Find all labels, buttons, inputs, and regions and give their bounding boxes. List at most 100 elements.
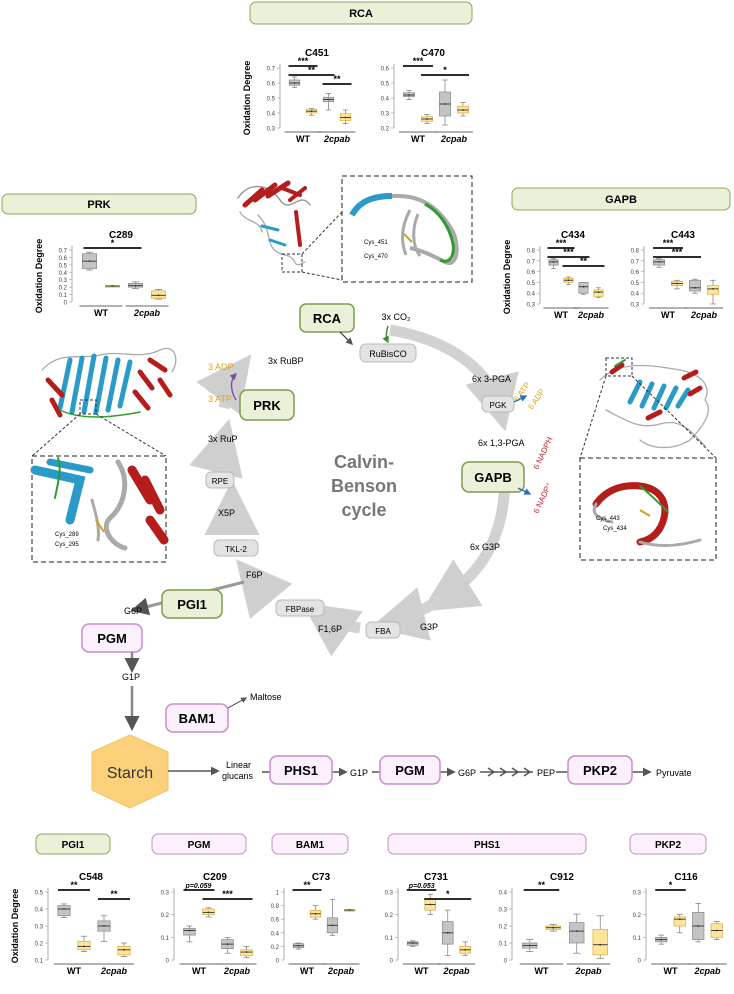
label-6atp: 6 ATP bbox=[512, 381, 532, 404]
y-tick-label: 0.7 bbox=[631, 259, 640, 265]
y-tick-label: 0.5 bbox=[59, 263, 68, 269]
svg-text:PGM: PGM bbox=[188, 840, 211, 851]
node-rubisco: RuBisCO bbox=[359, 343, 417, 363]
starch-hexagon bbox=[91, 734, 169, 809]
header-pgi1: PGI1 bbox=[35, 833, 111, 855]
box bbox=[593, 289, 604, 297]
group-label-wt: WT bbox=[415, 966, 429, 976]
node-pgk: PGK bbox=[481, 395, 515, 413]
svg-text:FBPase: FBPase bbox=[286, 605, 315, 614]
node-rpe: RPE bbox=[205, 471, 235, 489]
data-point bbox=[63, 908, 65, 910]
label-pep: PEP bbox=[537, 768, 555, 778]
label-6adp: 6 ADP bbox=[526, 387, 546, 411]
y-tick-label: 0.4 bbox=[381, 97, 390, 103]
svg-text:Cys_295: Cys_295 bbox=[55, 542, 79, 548]
y-tick-label: 0 bbox=[64, 301, 68, 307]
y-tick-label: 0.4 bbox=[631, 292, 640, 298]
svg-text:RCA: RCA bbox=[349, 8, 373, 20]
y-tick-label: 0 bbox=[276, 959, 280, 965]
y-tick-label: 0.4 bbox=[271, 931, 280, 937]
svg-text:TKL-2: TKL-2 bbox=[225, 545, 247, 554]
data-point bbox=[348, 909, 351, 911]
group-label-mutant: 2cpab bbox=[440, 134, 468, 144]
significance-label: ** bbox=[333, 74, 341, 84]
svg-text:PKP2: PKP2 bbox=[583, 763, 617, 778]
label-glucans: glucans bbox=[222, 771, 254, 781]
y-tick-label: 0.2 bbox=[381, 127, 390, 133]
group-label-mutant: 2cpab bbox=[323, 134, 351, 144]
y-tick-label: 0.4 bbox=[499, 891, 508, 897]
chart-title: C289 bbox=[109, 230, 133, 241]
y-tick-label: 0.5 bbox=[381, 82, 390, 88]
data-point bbox=[331, 924, 334, 927]
y-tick-label: 0.1 bbox=[161, 936, 170, 942]
label-pyruvate: Pyruvate bbox=[656, 768, 692, 778]
chart-title: C548 bbox=[79, 872, 103, 883]
y-tick-label: 0.3 bbox=[527, 303, 536, 309]
data-point bbox=[103, 925, 105, 927]
y-axis-label: Oxidation Degree bbox=[242, 61, 252, 136]
svg-text:Cys_470: Cys_470 bbox=[364, 254, 388, 260]
y-tick-label: 0.3 bbox=[267, 127, 276, 133]
svg-text:PGM: PGM bbox=[395, 763, 425, 778]
group-label-mutant: 2cpab bbox=[693, 966, 721, 976]
data-point bbox=[157, 294, 160, 297]
group-label-wt: WT bbox=[554, 310, 568, 320]
data-point bbox=[462, 109, 464, 111]
svg-text:Cys_451: Cys_451 bbox=[364, 240, 388, 246]
chart-title: C451 bbox=[305, 48, 329, 59]
label-f6p: F6P bbox=[246, 570, 263, 580]
group-label-wt: WT bbox=[535, 966, 549, 976]
label-g3p: G3P bbox=[420, 622, 438, 632]
node-bam1: BAM1 bbox=[165, 703, 229, 733]
chart-title: C731 bbox=[424, 872, 448, 883]
group-label-mutant: 2cpab bbox=[442, 966, 470, 976]
y-tick-label: 0.5 bbox=[35, 891, 44, 897]
y-tick-label: 0.6 bbox=[271, 918, 280, 924]
y-tick-label: 0.4 bbox=[35, 908, 44, 914]
label-g1p-2: G1P bbox=[350, 768, 368, 778]
y-tick-label: 0.2 bbox=[161, 913, 170, 919]
chart-title: C209 bbox=[203, 872, 227, 883]
svg-text:Cys_443: Cys_443 bbox=[596, 516, 620, 522]
box bbox=[673, 916, 686, 927]
group-label-wt: WT bbox=[661, 310, 675, 320]
data-point bbox=[597, 291, 600, 294]
data-point bbox=[188, 929, 191, 932]
box bbox=[569, 922, 585, 944]
significance-label: ** bbox=[580, 256, 588, 266]
svg-text:FBA: FBA bbox=[375, 627, 391, 636]
data-point bbox=[314, 912, 317, 915]
y-tick-label: 0.2 bbox=[35, 942, 44, 948]
group-label-wt: WT bbox=[67, 966, 81, 976]
group-label-wt: WT bbox=[664, 966, 678, 976]
significance-label: * bbox=[443, 65, 447, 75]
arrow-co2 bbox=[382, 325, 389, 344]
data-point bbox=[207, 911, 210, 914]
y-tick-label: 0 bbox=[390, 959, 394, 965]
svg-text:PGK: PGK bbox=[490, 401, 508, 410]
box bbox=[57, 905, 71, 917]
significance-label: * bbox=[446, 889, 450, 899]
significance-label: p=0.053 bbox=[408, 883, 435, 890]
chart-title: C912 bbox=[550, 872, 574, 883]
y-tick-label: 0.6 bbox=[267, 82, 276, 88]
label-maltose: Maltose bbox=[250, 692, 282, 702]
significance-label: ** bbox=[70, 880, 78, 890]
data-point bbox=[429, 903, 432, 906]
header-rca: RCA bbox=[249, 1, 473, 25]
data-point bbox=[293, 82, 296, 84]
data-point bbox=[310, 110, 313, 113]
data-point bbox=[446, 931, 449, 934]
y-tick-label: 0.3 bbox=[35, 925, 44, 931]
svg-text:PKP2: PKP2 bbox=[655, 840, 682, 851]
y-axis-label: Oxidation Degree bbox=[34, 239, 44, 314]
group-label-mutant: 2cpab bbox=[327, 966, 355, 976]
group-label-mutant: 2cpab bbox=[100, 966, 128, 976]
svg-text:PHS1: PHS1 bbox=[474, 840, 501, 851]
significance-label: *** bbox=[663, 238, 674, 248]
header-prk: PRK bbox=[1, 193, 197, 215]
